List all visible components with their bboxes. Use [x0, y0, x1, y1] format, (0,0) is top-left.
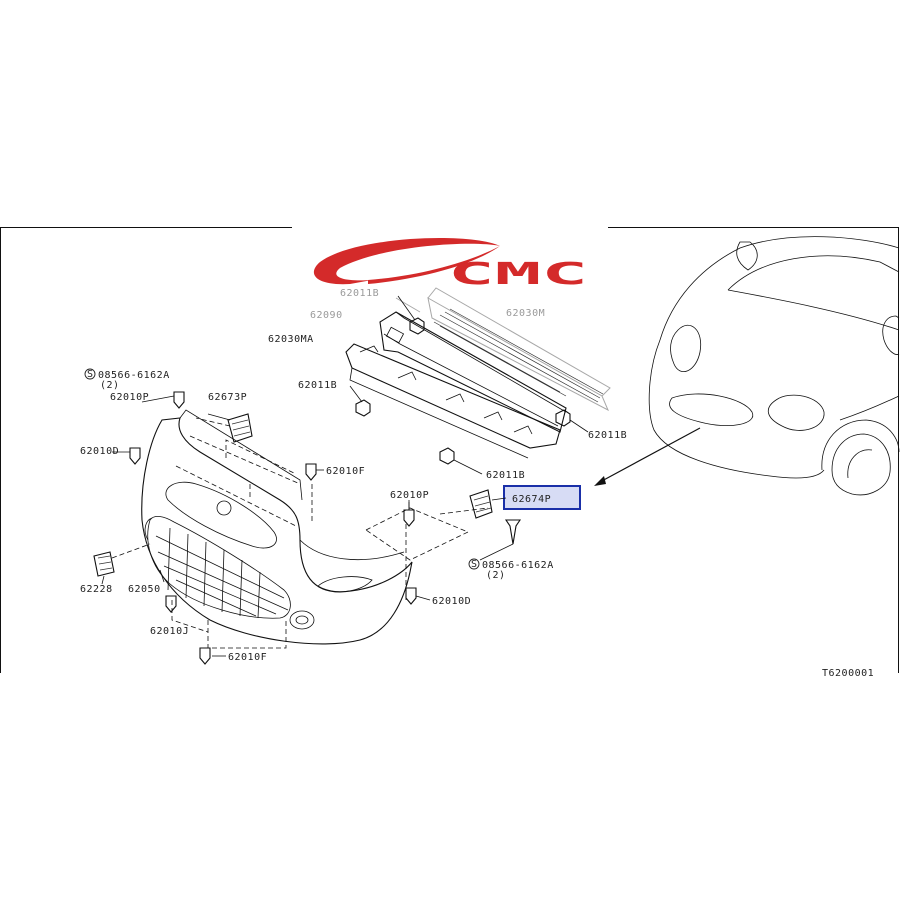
pointer-arrow: [594, 427, 701, 486]
nut-icons: [349, 295, 589, 475]
label-absorber: 62030MA: [268, 334, 314, 345]
clip-left-icon: [173, 391, 185, 409]
highlight-leader: [491, 497, 507, 501]
bumper-fascia: [111, 409, 489, 649]
cmc-logo: CMC: [313, 238, 588, 292]
callout-labels: 62011B 62090 62030M 62030MA 62011B 62011…: [80, 288, 874, 679]
nut-bottom-icon: [439, 447, 483, 475]
label-bracket-left: 62673P: [208, 392, 247, 403]
screw-left-circle-icon: [84, 368, 96, 380]
label-nut-left: 62011B: [298, 380, 337, 391]
clip-f-bottom-icon: [199, 647, 211, 665]
label-clip-left: 62010P: [110, 392, 149, 403]
logo-text: CMC: [448, 257, 588, 292]
figure-code: T6200001: [822, 668, 874, 679]
car-silhouette: [648, 236, 900, 496]
nut-top-icon: [397, 295, 425, 335]
bracket-left-icon: [207, 413, 253, 443]
label-reinforcement: 62030M: [506, 308, 545, 319]
label-screw-left: 08566-6162A: [98, 370, 170, 381]
clip-d-left-icon: [129, 447, 141, 465]
label-screw-left-qty: (2): [100, 380, 120, 391]
logo-swoosh: [313, 238, 500, 285]
clip-d-right-icon: [405, 587, 417, 605]
label-clip-right-top: 62010P: [390, 490, 429, 501]
absorber-part: [345, 343, 561, 459]
label-clip-bottom-f: 62010F: [228, 652, 267, 663]
label-cover-left: 62228: [80, 584, 113, 595]
reinforcement-faint: [395, 287, 611, 412]
small-parts: [93, 391, 522, 665]
highlight-box: [503, 485, 581, 510]
label-highlight: 62674P: [512, 494, 551, 505]
nut-left-icon: [349, 385, 371, 417]
clip-j-icon: [165, 595, 177, 613]
screw-right-s-mark: S: [471, 559, 478, 570]
label-bracket-center: 62090: [310, 310, 343, 321]
label-grille: 62050: [128, 584, 161, 595]
label-nut-right: 62011B: [588, 430, 627, 441]
clip-f-top-icon: [305, 463, 317, 481]
label-screw-right-qty: (2): [486, 570, 506, 581]
screw-left-s-mark: S: [87, 369, 94, 380]
label-clip-top: 62010F: [326, 466, 365, 477]
screw-right-circle-icon: [468, 558, 480, 570]
cover-left-icon: [93, 551, 115, 577]
label-clip-right-bottom: 62010D: [432, 596, 471, 607]
screw-right-icon: [504, 519, 522, 545]
logo-swoosh-tail: [368, 246, 500, 284]
label-clip-side-left: 62010D: [80, 446, 119, 457]
bracket-beam: [379, 311, 567, 433]
label-nut-bottom: 62011B: [486, 470, 525, 481]
label-screw-right: 08566-6162A: [482, 560, 554, 571]
bracket-right-icon: [469, 489, 493, 519]
nut-right-icon: [555, 409, 589, 433]
label-clip-bottom-j: 62010J: [150, 626, 189, 637]
frame-gap: [292, 225, 608, 231]
label-top-bolt: 62011B: [340, 288, 379, 299]
